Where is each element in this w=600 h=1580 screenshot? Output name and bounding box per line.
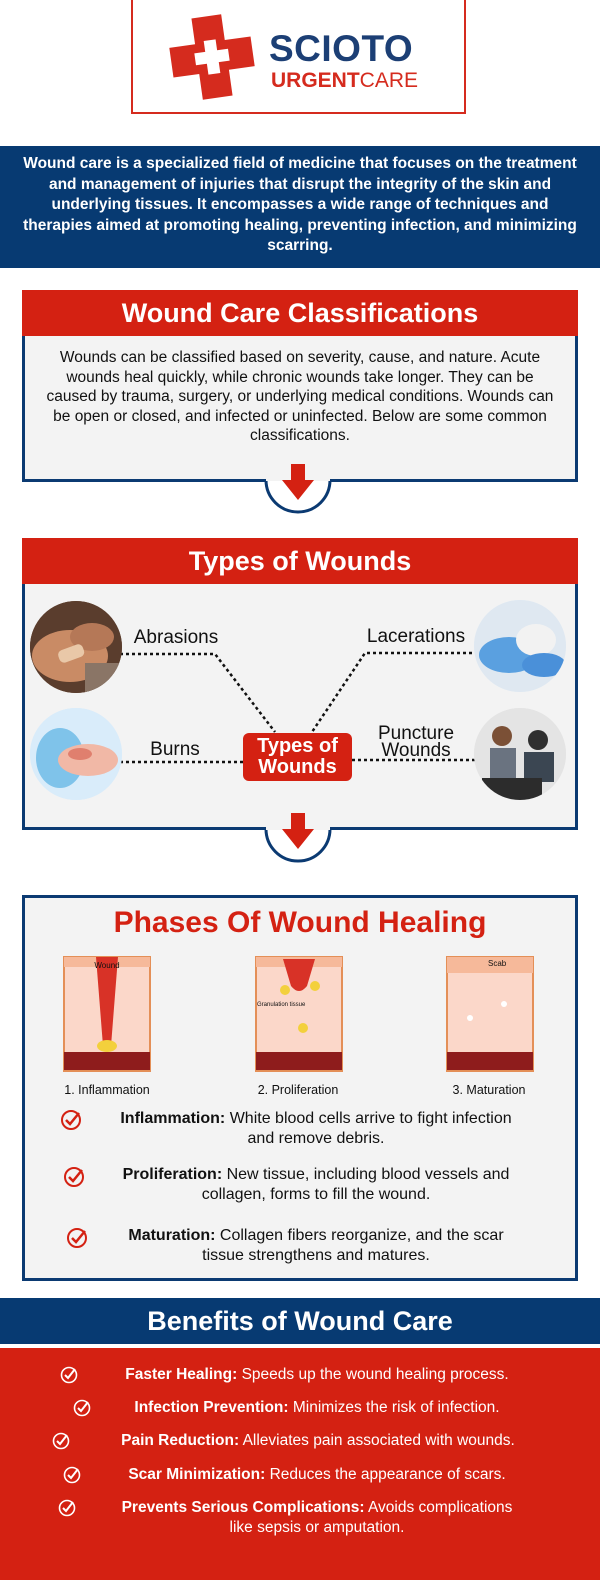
abrasion-photo xyxy=(30,601,122,693)
burn-photo xyxy=(30,708,122,800)
phase-caption-3: 3. Maturation xyxy=(452,1083,526,1097)
phase-proliferation-text: Proliferation: New tissue, including blo… xyxy=(122,1166,510,1203)
svg-text:Scab: Scab xyxy=(488,959,507,968)
benefit-pain-reduction: Pain Reduction: Alleviates pain associat… xyxy=(121,1432,515,1449)
benefit-infection-prevention: Infection Prevention: Minimizes the risk… xyxy=(134,1399,500,1416)
phase-caption-1: 1. Inflammation xyxy=(64,1083,150,1097)
abrasions-label: Abrasions xyxy=(133,627,219,648)
checkmark-icon xyxy=(60,1366,78,1384)
classifications-title: Wound Care Classifications xyxy=(22,290,578,336)
checkmark-icon xyxy=(52,1432,70,1450)
medical-cross-icon xyxy=(169,14,255,100)
phase-inflammation-text: Inflammation: White blood cells arrive t… xyxy=(120,1110,512,1147)
benefit-faster-healing: Faster Healing: Speeds up the wound heal… xyxy=(125,1366,509,1383)
types-title: Types of Wounds xyxy=(22,538,578,584)
lacerations-label: Lacerations xyxy=(366,626,466,647)
laceration-photo xyxy=(474,600,566,692)
checkmark-icon xyxy=(63,1466,81,1484)
benefit-scar-minimization: Scar Minimization: Reduces the appearanc… xyxy=(128,1466,506,1483)
inflammation-skin-diagram: Wound xyxy=(63,956,151,1072)
svg-text:Granulation tissue: Granulation tissue xyxy=(257,1002,306,1008)
checkmark-icon xyxy=(61,1110,81,1130)
burns-label: Burns xyxy=(150,739,200,760)
checkmark-icon xyxy=(64,1167,84,1187)
benefit-prevents-complications: Prevents Serious Complications: Avoids c… xyxy=(121,1499,513,1536)
checkmark-icon xyxy=(58,1499,76,1517)
checkmark-icon xyxy=(73,1399,91,1417)
logo: SCIOTO URGENTCARE xyxy=(131,0,466,114)
phase-caption-2: 2. Proliferation xyxy=(257,1083,339,1097)
benefits-section xyxy=(0,1348,600,1580)
classifications-body: Wounds can be classified based on severi… xyxy=(46,349,554,444)
logo-subtitle: URGENTCARE xyxy=(271,69,419,92)
proliferation-skin-diagram: Granulation tissue xyxy=(255,956,343,1072)
phases-title: Phases Of Wound Healing xyxy=(113,906,487,939)
down-arrow-icon xyxy=(264,809,332,863)
phase-maturation-text: Maturation: Collagen fibers reorganize, … xyxy=(128,1227,504,1264)
svg-text:Wound: Wound xyxy=(94,961,119,970)
benefits-title: Benefits of Wound Care xyxy=(0,1298,600,1344)
maturation-skin-diagram: Scab xyxy=(446,956,534,1072)
logo-name: SCIOTO xyxy=(269,28,414,69)
puncture-photo xyxy=(474,708,566,800)
down-arrow-icon xyxy=(264,460,332,514)
intro-text: Wound care is a specialized field of med… xyxy=(0,146,600,268)
checkmark-icon xyxy=(67,1228,87,1248)
